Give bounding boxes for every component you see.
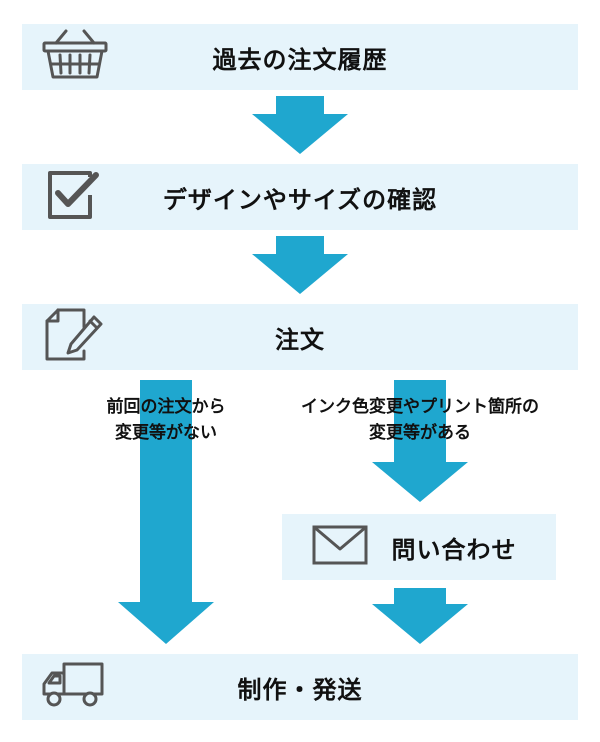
step-label: 問い合わせ xyxy=(391,535,517,564)
step-design-confirm: デザインやサイズの確認 xyxy=(22,164,578,230)
flow-arrow-change xyxy=(372,380,468,502)
basket-icon xyxy=(42,29,108,85)
condition-no-change: 前回の注文から 変更等がない xyxy=(76,394,256,446)
step-label: デザインやサイズの確認 xyxy=(162,185,438,214)
step-label: 制作・発送 xyxy=(237,675,363,704)
step-label: 過去の注文履歴 xyxy=(212,45,388,74)
flow-arrow xyxy=(372,588,468,644)
document-pencil-icon xyxy=(44,307,104,367)
flow-arrow xyxy=(252,96,348,154)
step-production-shipping: 制作・発送 xyxy=(22,654,578,720)
condition-line: インク色変更やプリント箇所の xyxy=(301,397,539,417)
condition-line: 前回の注文から xyxy=(106,397,226,417)
condition-line: 変更等がない xyxy=(115,423,217,443)
flow-arrow-no-change xyxy=(118,380,214,644)
step-order-history: 過去の注文履歴 xyxy=(22,24,578,90)
flow-arrow xyxy=(252,236,348,294)
step-label: 注文 xyxy=(275,325,325,354)
checkbox-icon xyxy=(46,169,100,225)
step-order: 注文 xyxy=(22,304,578,370)
step-inquiry: 問い合わせ xyxy=(282,514,556,580)
condition-line: 変更等がある xyxy=(369,423,471,443)
envelope-icon xyxy=(312,525,368,569)
truck-icon xyxy=(40,661,106,713)
condition-change: インク色変更やプリント箇所の 変更等がある xyxy=(270,394,570,446)
